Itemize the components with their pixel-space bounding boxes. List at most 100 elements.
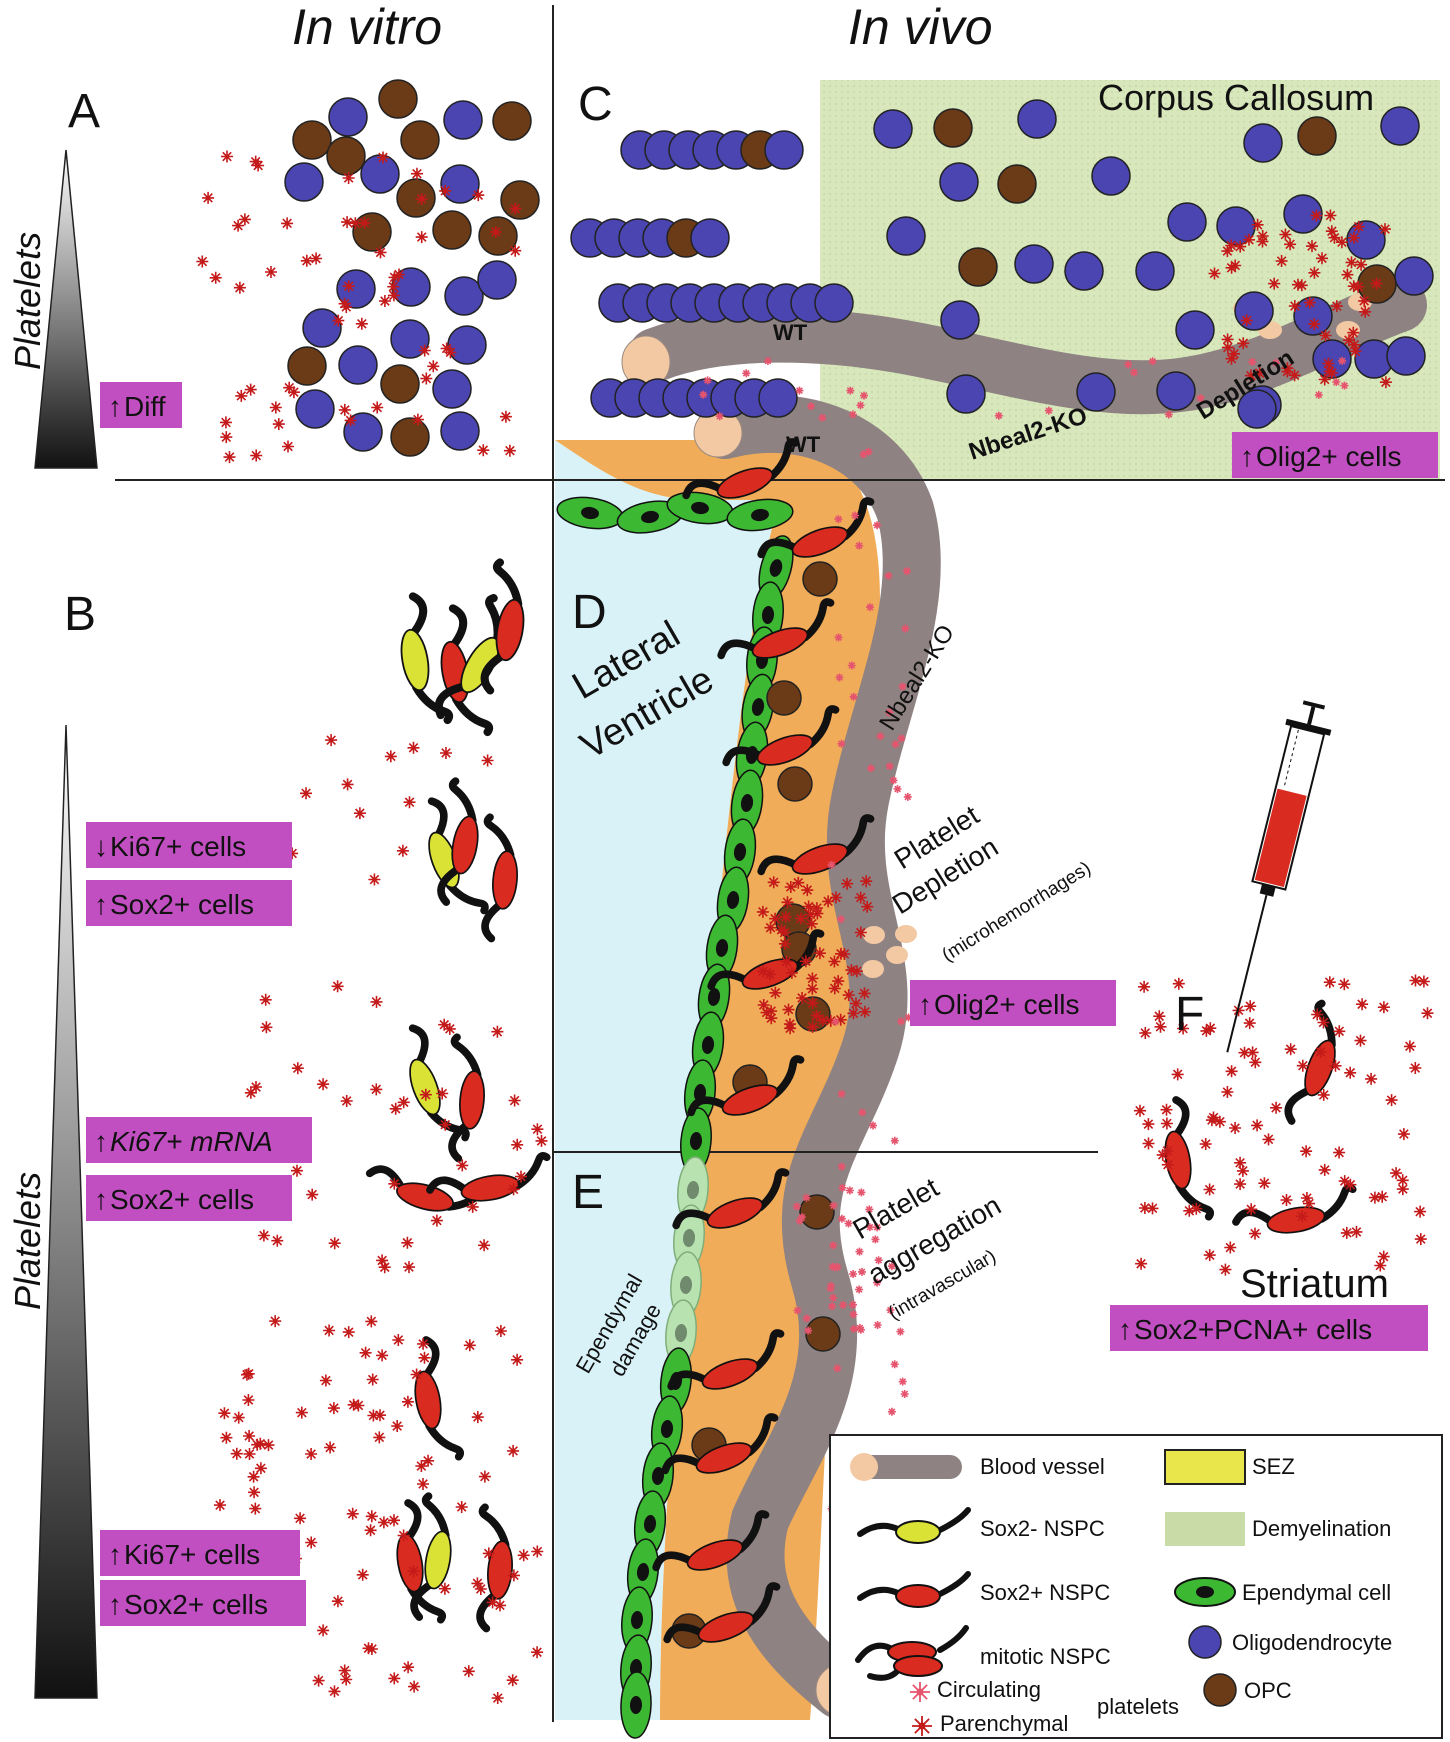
circulating-platelet <box>829 1201 838 1210</box>
circulating-platelet-core <box>1340 359 1344 363</box>
circulating-platelet <box>1164 410 1173 419</box>
label-corpus-callosum: Corpus Callosum <box>1098 77 1374 118</box>
circulating-platelet-core <box>841 1186 844 1190</box>
parenchymal-platelet-core <box>411 1569 416 1574</box>
parenchymal-platelet-core <box>335 984 340 989</box>
parenchymal-platelet <box>1318 1163 1331 1176</box>
legend-mitotic-swatch <box>855 1625 969 1681</box>
oligodendrocyte <box>1167 202 1207 242</box>
parenchymal-platelet <box>328 1685 341 1698</box>
circulating-platelet-core <box>867 1207 871 1211</box>
parenchymal-platelet <box>1284 1043 1297 1056</box>
parenchymal-platelet <box>1229 259 1242 272</box>
parenchymal-platelet <box>507 1183 520 1196</box>
parenchymal-platelet <box>1323 976 1336 989</box>
parenchymal-platelet-core <box>1165 1162 1170 1167</box>
parenchymal-platelet-core <box>535 1549 540 1554</box>
parenchymal-platelet <box>1203 1183 1216 1196</box>
parenchymal-platelet-core <box>803 959 808 964</box>
parenchymal-platelet-core <box>1257 371 1262 376</box>
ependymal-cell <box>616 500 684 534</box>
parenchymal-platelet <box>456 1159 469 1172</box>
parenchymal-platelet <box>1161 1158 1174 1171</box>
parenchymal-platelet-core <box>344 1677 349 1682</box>
parenchymal-platelet <box>834 947 848 960</box>
parenchymal-platelet-core <box>1421 979 1427 984</box>
parenchymal-platelet <box>1338 978 1351 991</box>
parenchymal-platelet <box>242 1393 255 1407</box>
parenchymal-platelet <box>1305 240 1319 253</box>
circulating-platelet-core <box>809 404 813 408</box>
parenchymal-platelet <box>331 980 344 993</box>
circulating-platelet <box>869 1121 877 1130</box>
circulating-platelet <box>831 1017 840 1026</box>
parenchymal-platelet-core <box>1223 1267 1228 1272</box>
circulating-platelet <box>797 1213 806 1222</box>
parenchymal-platelet-core <box>1158 1024 1163 1029</box>
parenchymal-platelet <box>353 807 366 820</box>
circulating-platelet <box>896 1327 905 1336</box>
sox2-pos-nspc <box>687 1055 805 1117</box>
circulating-platelet <box>703 376 712 385</box>
oligodendrocyte <box>886 216 926 256</box>
parenchymal-platelet <box>305 1447 318 1461</box>
circulating-platelet <box>849 692 858 701</box>
circulating-platelet <box>715 412 724 421</box>
syringe-icon <box>1226 700 1332 1053</box>
parenchymal-platelet-core <box>369 1319 374 1324</box>
parenchymal-platelet <box>1356 998 1369 1011</box>
parenchymal-platelet <box>471 1411 484 1424</box>
legend-circulating-platelet-icon <box>910 1682 930 1702</box>
circulating-platelet <box>873 1320 882 1330</box>
parenchymal-platelet-core <box>810 1024 815 1029</box>
parenchymal-platelet-core <box>1143 1030 1148 1036</box>
opc <box>933 108 973 148</box>
circulating-platelet-core <box>1132 371 1136 374</box>
parenchymal-platelet-core <box>360 1572 365 1577</box>
parenchymal-platelet-core <box>1209 1117 1215 1123</box>
parenchymal-platelet <box>1409 974 1422 987</box>
parenchymal-platelet <box>312 1674 325 1687</box>
nspc-process <box>682 438 800 500</box>
opc <box>400 120 440 160</box>
parenchymal-platelet <box>283 381 296 394</box>
parenchymal-platelet <box>417 1337 430 1350</box>
nspc-body <box>791 526 849 558</box>
opc <box>802 561 838 597</box>
parenchymal-platelet <box>257 1229 270 1242</box>
parenchymal-platelet-core <box>796 880 801 885</box>
parenchymal-platelet-core <box>1345 272 1350 277</box>
parenchymal-platelet <box>1378 223 1392 236</box>
circulating-platelet <box>898 1377 907 1386</box>
parenchymal-platelet-core <box>507 448 513 453</box>
circulating-platelet <box>837 1162 846 1171</box>
parenchymal-platelet <box>1317 1088 1330 1101</box>
circulating-platelet-core <box>840 1092 843 1096</box>
circulating-platelet-core <box>850 664 854 667</box>
oligodendrocyte <box>1237 389 1277 429</box>
parenchymal-platelet-core <box>1262 1181 1267 1186</box>
parenchymal-platelet <box>1355 258 1368 271</box>
oligodendrocyte <box>764 130 804 170</box>
sox2-neg-nspc <box>408 1024 470 1142</box>
circulating-platelet-core <box>857 544 861 548</box>
parenchymal-platelet <box>1354 1034 1367 1047</box>
arrow-up-icon: ↑ <box>108 1589 122 1620</box>
parenchymal-platelet <box>854 891 867 904</box>
axis-label-platelets-b: Platelets <box>7 1172 48 1310</box>
parenchymal-platelet-core <box>1322 1167 1327 1173</box>
parenchymal-platelet <box>317 1624 330 1637</box>
parenchymal-platelet <box>1358 294 1371 307</box>
parenchymal-platelet-core <box>346 284 351 289</box>
parenchymal-platelet <box>531 1123 544 1136</box>
ependymal-nucleus <box>751 508 769 522</box>
parenchymal-platelet-core <box>371 1413 376 1418</box>
parenchymal-platelet-core <box>1300 1063 1305 1068</box>
legend-blood-vessel-label: Blood vessel <box>980 1454 1105 1479</box>
parenchymal-platelet <box>359 1346 372 1359</box>
parenchymal-platelet-core <box>1321 1092 1326 1098</box>
nspc-body <box>495 598 525 662</box>
circulating-platelet-core <box>858 1326 862 1330</box>
circulating-platelet <box>1332 377 1341 387</box>
circulating-platelet <box>873 521 882 530</box>
